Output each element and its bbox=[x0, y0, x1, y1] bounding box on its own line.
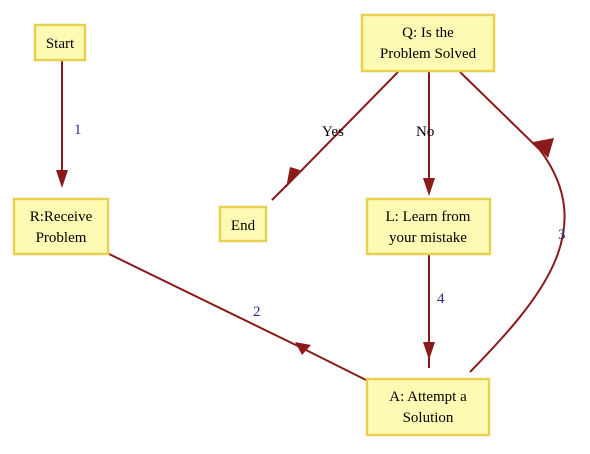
node-learn: L: Learn from your mistake bbox=[365, 197, 492, 256]
node-question-box bbox=[360, 13, 496, 73]
arrowhead-question-to-end bbox=[286, 167, 300, 188]
edge-label-4: 4 bbox=[437, 291, 445, 307]
arrowhead-receive-to-attempt bbox=[295, 342, 311, 355]
node-question-label-line2: Problem Solved bbox=[380, 46, 477, 62]
edge-label-yes: Yes bbox=[322, 124, 344, 140]
arrowhead-question-to-learn bbox=[423, 178, 435, 196]
arrowhead-learn-to-attempt bbox=[423, 342, 435, 360]
node-receive-box bbox=[12, 197, 110, 256]
node-end-box bbox=[218, 205, 268, 243]
node-attempt: A: Attempt a Solution bbox=[365, 377, 491, 437]
edge-label-no: No bbox=[416, 124, 434, 140]
edge-label-1: 1 bbox=[74, 122, 82, 138]
node-attempt-label-line2: Solution bbox=[403, 410, 454, 426]
node-start-label: Start bbox=[46, 36, 75, 52]
node-learn-box bbox=[365, 197, 492, 256]
node-receive: R:Receive Problem bbox=[12, 197, 110, 256]
node-attempt-box bbox=[365, 377, 491, 437]
edge-labels: 1 2 3 4 Yes No bbox=[74, 122, 566, 320]
edge-attempt-to-question bbox=[459, 71, 566, 373]
node-learn-label-line2: your mistake bbox=[389, 230, 467, 246]
node-attempt-label-line1: A: Attempt a bbox=[389, 389, 467, 405]
node-learn-label-line1: L: Learn from bbox=[386, 209, 471, 225]
edge-label-2: 2 bbox=[253, 304, 261, 320]
node-question: Q: Is the Problem Solved bbox=[360, 13, 496, 73]
node-start: Start bbox=[33, 23, 87, 62]
edge-receive-to-attempt bbox=[104, 251, 307, 351]
node-start-box bbox=[33, 23, 87, 62]
node-receive-label-line2: Problem bbox=[36, 230, 87, 246]
edge-receive-to-attempt-tail bbox=[305, 349, 367, 381]
edge-label-3: 3 bbox=[558, 227, 566, 243]
arrowhead-attempt-to-question bbox=[533, 138, 554, 158]
node-end-label: End bbox=[231, 218, 256, 234]
node-end: End bbox=[218, 205, 268, 243]
node-question-label-line1: Q: Is the bbox=[402, 25, 454, 41]
node-receive-label-line1: R:Receive bbox=[30, 209, 93, 225]
edges bbox=[56, 60, 566, 381]
arrowhead-start-to-receive bbox=[56, 170, 68, 188]
edge-question-to-end bbox=[295, 71, 399, 177]
